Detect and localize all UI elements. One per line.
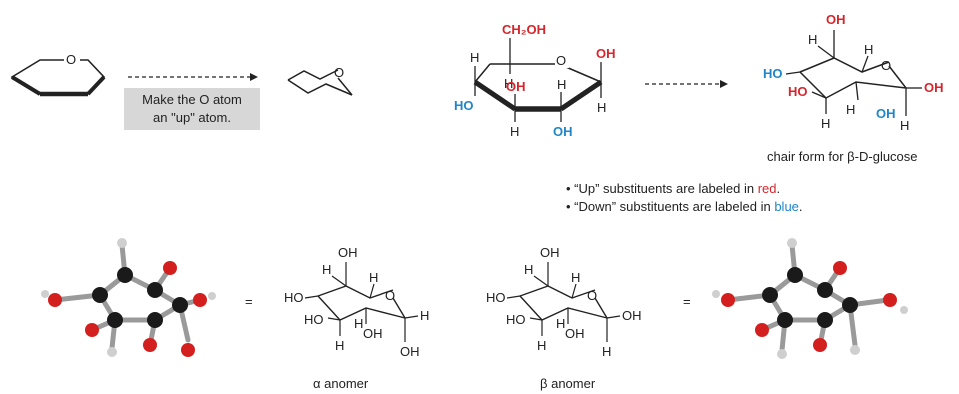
beta-h5: H: [556, 316, 565, 331]
haworth-h-c1: H: [597, 100, 606, 115]
beta-ho2: HO: [506, 312, 526, 327]
flat-ring: O: [10, 51, 106, 97]
beta-o: O: [587, 288, 597, 303]
haworth-oh-c3: OH: [506, 79, 526, 94]
alpha-h5: H: [354, 316, 363, 331]
flat-ring-o: O: [66, 52, 76, 67]
beta-chair-top: O OH H H HO HO OH H OH H H: [763, 12, 944, 133]
beta-top-h5: H: [900, 118, 909, 133]
beta-top-ho-left: HO: [763, 66, 783, 81]
beta-top-h2: H: [864, 42, 873, 57]
beta-ho1: HO: [486, 290, 506, 305]
beta-top-h1: H: [808, 32, 817, 47]
beta-top-o: O: [881, 58, 891, 73]
haworth-projection: O CH₂OH H OH H H HO OH H H OH: [454, 22, 616, 139]
beta-chair: O OH H H HO HO OH H OH H H: [486, 245, 642, 359]
instruction-box: [124, 88, 260, 130]
haworth-ch2oh: CH₂OH: [502, 22, 546, 37]
beta-h4: H: [537, 338, 546, 353]
alpha-chair: O OH H H HO H HO H OH H OH: [284, 245, 429, 359]
beta-top-h4: H: [846, 102, 855, 117]
small-chair-o: O: [334, 65, 344, 80]
beta-oh3: OH: [565, 326, 585, 341]
beta-top-oh-right: OH: [924, 80, 944, 95]
alpha-h4: H: [335, 338, 344, 353]
alpha-oh4: OH: [400, 344, 420, 359]
haworth-oh-c2: OH: [553, 124, 573, 139]
arrow-2: [645, 80, 728, 88]
alpha-h3: H: [420, 308, 429, 323]
haworth-h-c4: H: [470, 50, 479, 65]
beta-h1: H: [524, 262, 533, 277]
ball-stick-beta: [712, 238, 908, 359]
ball-stick-alpha: [41, 238, 216, 357]
small-chair: O: [287, 65, 353, 96]
alpha-o: O: [385, 288, 395, 303]
haworth-h-c3: H: [510, 124, 519, 139]
instruction-line-2: an "up" atom.: [153, 110, 231, 125]
beta-anomer-caption: β anomer: [540, 376, 596, 391]
instruction-line-1: Make the O atom: [142, 92, 242, 107]
beta-top-oh-top: OH: [826, 12, 846, 27]
haworth-oh-c1: OH: [596, 46, 616, 61]
alpha-oh-top: OH: [338, 245, 358, 260]
alpha-anomer-caption: α anomer: [313, 376, 369, 391]
haworth-ho-c4: HO: [454, 98, 474, 113]
equals-right: =: [683, 294, 691, 309]
legend-bullets: • “Up” substituents are labeled in red. …: [566, 180, 803, 216]
equals-left: =: [245, 294, 253, 309]
beta-oh-top: OH: [540, 245, 560, 260]
alpha-ho2: HO: [304, 312, 324, 327]
beta-chair-caption: chair form for β-D-glucose: [767, 149, 918, 164]
haworth-h-c5: H: [504, 76, 513, 91]
beta-top-oh-low: OH: [876, 106, 896, 121]
bullet-up: • “Up” substituents are labeled in red.: [566, 181, 781, 196]
bullet-down: • “Down” substituents are labeled in blu…: [566, 199, 803, 214]
beta-h2: H: [571, 270, 580, 285]
alpha-h2: H: [369, 270, 378, 285]
alpha-h1: H: [322, 262, 331, 277]
beta-top-ho-mid: HO: [788, 84, 808, 99]
arrow-1: [128, 73, 258, 81]
haworth-ring-o: O: [556, 53, 566, 68]
haworth-h-c2: H: [557, 77, 566, 92]
alpha-oh3: OH: [363, 326, 383, 341]
beta-top-h3: H: [821, 116, 830, 131]
beta-oh-r: OH: [622, 308, 642, 323]
alpha-ho1: HO: [284, 290, 304, 305]
beta-h6: H: [602, 344, 611, 359]
